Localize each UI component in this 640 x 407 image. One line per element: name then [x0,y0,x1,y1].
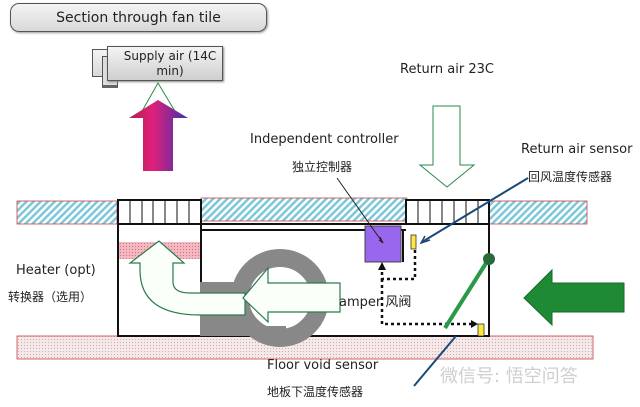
heater-label: Heater (opt) [16,263,96,278]
ceiling-strip-left [16,200,118,225]
independent-controller-box [364,225,402,263]
ceiling-strip-right [487,200,588,225]
return-airflow-arrow [242,266,341,324]
controller-leader [336,177,384,244]
supply-air-label: Supply air (14C min) [107,46,223,81]
supply-air-arrow [129,100,188,171]
return-air-label: Return air 23C [400,62,494,77]
supply-grille [117,199,202,225]
independent-controller-label-cn: 独立控制器 [292,160,353,174]
floor-void-sensor-label-cn: 地板下温度传感器 [267,385,364,399]
watermark: 微信号: 悟空问答 [440,366,578,387]
diagram-title: Section through fan tile [10,3,267,32]
floor-void-sensor [477,323,485,337]
return-air-sensor-label-cn: 回风温度传感器 [528,170,613,184]
damper-label: amper 风阀 [339,295,412,310]
return-air-arrow [418,105,476,188]
floor-air-arrow [523,268,625,327]
return-air-sensor-label: Return air sensor [521,142,633,157]
floor-sensor-leader [413,335,457,387]
ceiling-strip-middle [200,197,408,222]
damper-blade [443,258,490,330]
damper-pivot [483,253,495,265]
return-air-sensor [410,234,417,250]
control-wiring [380,250,472,326]
return-sensor-leader [421,177,529,243]
supply-airflow-arrow [128,240,246,316]
floor-void-sensor-label: Floor void sensor [267,358,379,373]
return-grille [405,199,490,225]
heater-label-cn: 转换器（选用） [8,290,93,304]
independent-controller-label: Independent controller [250,132,399,147]
